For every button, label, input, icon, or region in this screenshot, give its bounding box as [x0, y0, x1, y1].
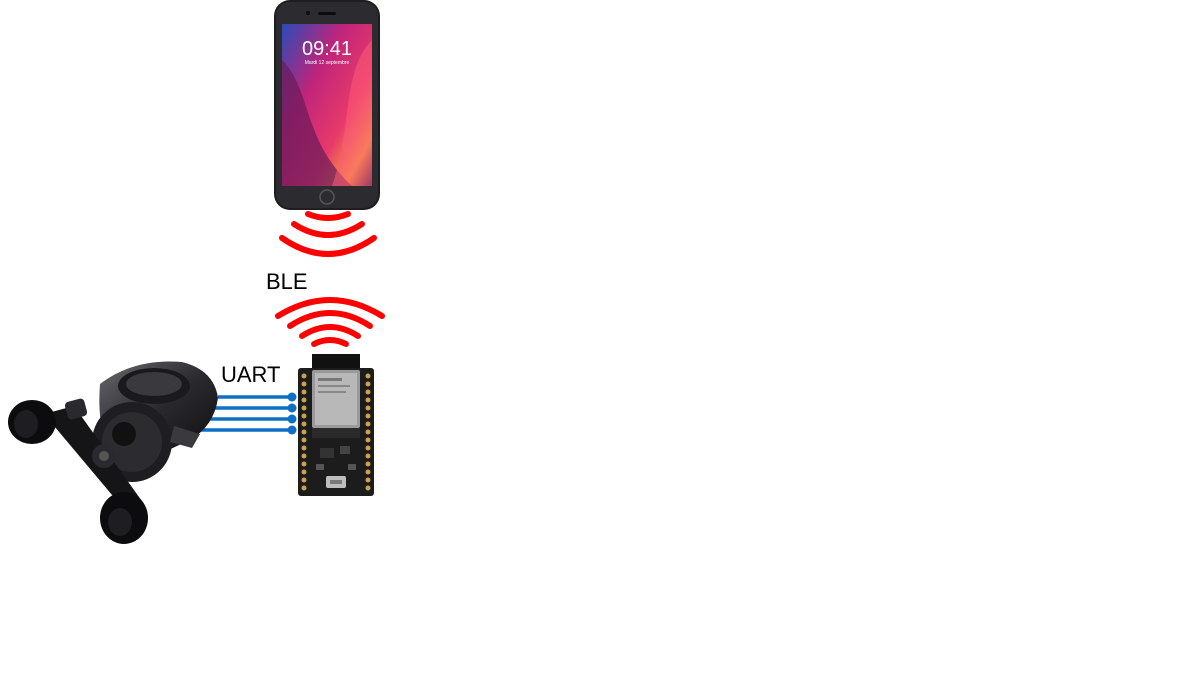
signal-arc: [287, 310, 373, 329]
fishing-reel: [4, 356, 226, 552]
wire-endpoint: [287, 425, 297, 435]
ble-signal-from-phone: [266, 208, 390, 274]
signal-arc: [311, 337, 349, 347]
esp32-board: [296, 352, 376, 498]
signal-arc: [275, 297, 385, 319]
signal-arc: [299, 324, 361, 339]
signal-arc: [279, 235, 377, 257]
smartphone-graphic: [274, 0, 380, 210]
phone-date: Mardi 12 septembre: [304, 60, 350, 66]
wire-endpoint: [287, 403, 297, 413]
wire-endpoint: [287, 414, 297, 424]
smartphone: 09:41 Mardi 12 septembre: [272, 0, 382, 212]
signal-arc: [291, 221, 365, 238]
ble-signal-from-board: [270, 288, 394, 350]
uart-wires: [196, 388, 300, 438]
ble-label: BLE: [266, 269, 308, 294]
phone-clock: 09:41: [301, 38, 353, 60]
wire-endpoint: [287, 392, 297, 402]
uart-label: UART: [221, 362, 281, 387]
signal-arc: [305, 211, 351, 221]
